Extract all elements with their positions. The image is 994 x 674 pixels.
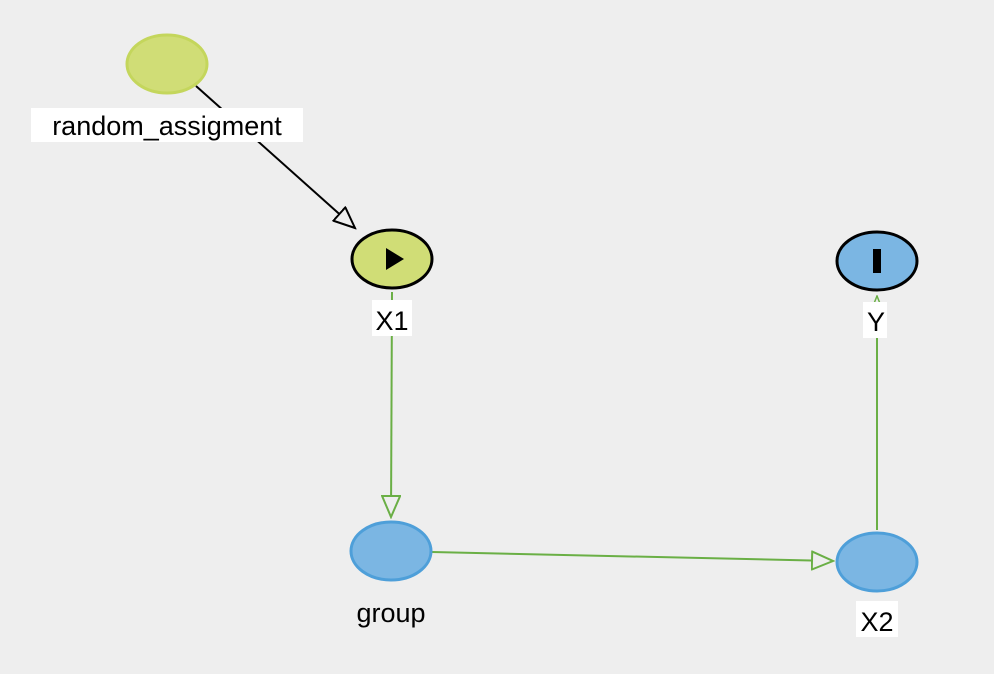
edge-group-to-x2[interactable] (431, 552, 833, 561)
node-x1[interactable]: X1 (350, 228, 434, 336)
label-background (863, 302, 887, 338)
node-group[interactable]: group (349, 520, 433, 628)
node-label-y: Y (867, 307, 885, 337)
exposure-triangle-icon (386, 248, 404, 270)
node-y[interactable]: Y (835, 230, 919, 338)
outcome-bar-icon (873, 249, 881, 273)
node-label-x1: X1 (375, 306, 408, 336)
edge-random-assigment-to-x1[interactable] (195, 85, 355, 228)
node-random-assigment[interactable]: random_assigment (31, 33, 303, 142)
label-background (856, 601, 898, 637)
label-background (31, 108, 303, 142)
node-label-group: group (356, 598, 425, 628)
node-label-x2: X2 (860, 607, 893, 637)
node-x2[interactable]: X2 (835, 531, 919, 637)
node-label-random-assigment: random_assigment (52, 111, 282, 141)
label-background (372, 300, 412, 336)
